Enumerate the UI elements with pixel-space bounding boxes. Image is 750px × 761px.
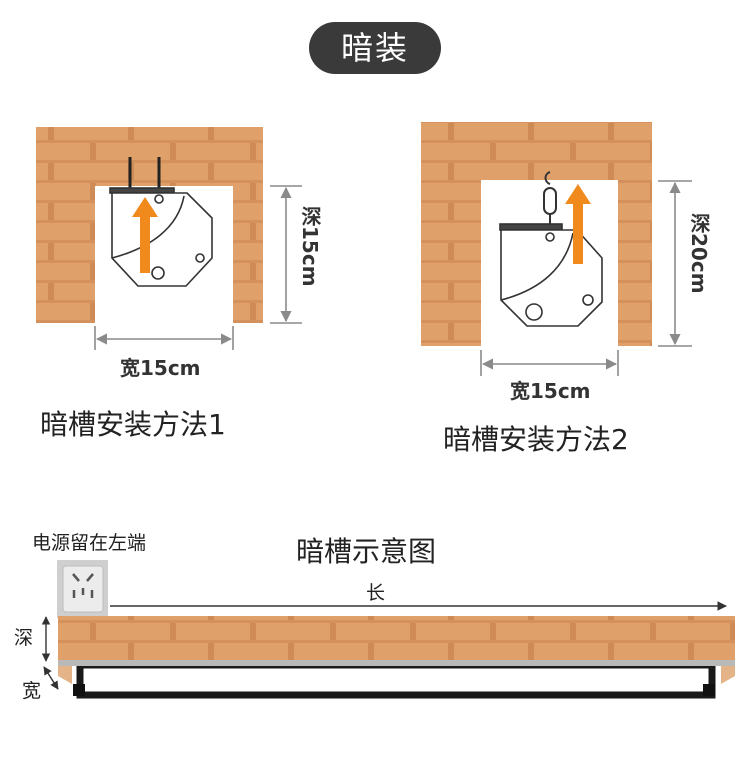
method2-depth-label: 深20cm — [687, 213, 711, 294]
method1-width-label: 宽15cm — [120, 356, 201, 380]
width-label: 宽 — [22, 680, 42, 702]
method2-width-label: 宽15cm — [510, 379, 591, 403]
schematic-brick-slot — [58, 616, 735, 684]
length-label: 长 — [366, 582, 386, 604]
method2-depth-dimension — [658, 180, 692, 347]
curtain-track-rail — [73, 661, 716, 699]
method1-caption: 暗槽安装方法1 — [40, 408, 226, 441]
schematic-title: 暗槽示意图 — [296, 535, 437, 568]
method1-depth-dimension — [270, 185, 302, 324]
title-badge: 暗装 — [309, 22, 441, 74]
method2-install-arrow — [565, 184, 591, 264]
method1-width-dimension — [94, 326, 234, 350]
power-note: 电源留在左端 — [32, 532, 147, 554]
method1-install-arrow — [132, 197, 158, 273]
method2-caption: 暗槽安装方法2 — [443, 423, 629, 456]
method2-width-dimension — [480, 350, 619, 376]
power-outlet-icon — [57, 560, 108, 618]
method1-depth-label: 深15cm — [298, 206, 322, 287]
width-arrow — [43, 666, 59, 690]
depth-label: 深 — [14, 627, 34, 649]
